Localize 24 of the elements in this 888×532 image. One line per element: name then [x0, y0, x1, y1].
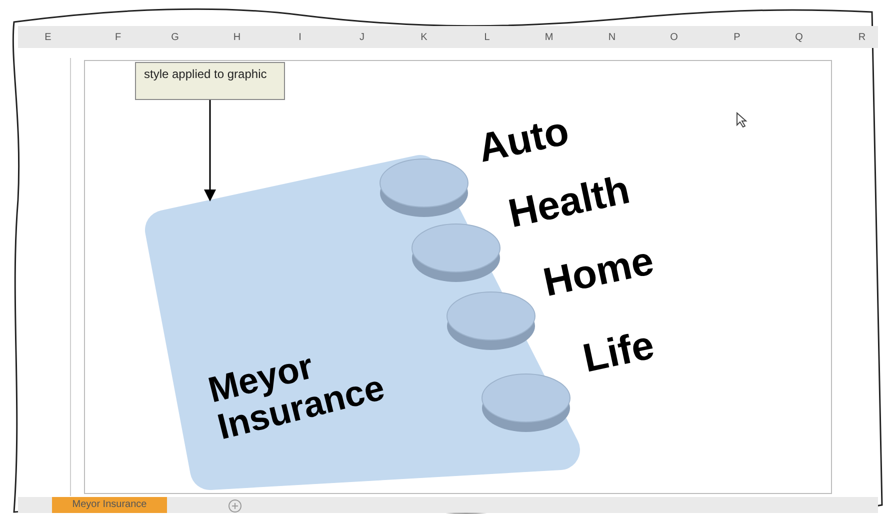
column-letter: P: [732, 31, 742, 45]
column-letter: O: [669, 31, 679, 45]
column-letter: H: [232, 31, 242, 45]
column-letter: L: [483, 31, 491, 45]
item-label: Home: [540, 238, 658, 306]
disk-shape: [480, 372, 572, 434]
column-letter: M: [544, 31, 554, 45]
column-letter: I: [298, 31, 302, 45]
disk-shape: [378, 157, 470, 219]
disk-shape: [410, 222, 502, 284]
column-letter: R: [857, 31, 867, 45]
disk-shape: [445, 290, 537, 352]
sheet-tab: Meyor Insurance: [52, 497, 167, 513]
column-letter: E: [44, 31, 52, 45]
column-letter: F: [114, 31, 122, 45]
shape-label: Meyor Insurance: [204, 344, 390, 446]
column-letter: N: [607, 31, 617, 45]
column-letter: K: [420, 31, 428, 45]
column-letter: Q: [794, 31, 804, 45]
arrow: [204, 100, 216, 202]
callout-box: style applied to graphic: [135, 62, 285, 100]
column-letter: J: [358, 31, 366, 45]
column-letter: G: [170, 31, 180, 45]
item-label: Life: [579, 323, 658, 381]
